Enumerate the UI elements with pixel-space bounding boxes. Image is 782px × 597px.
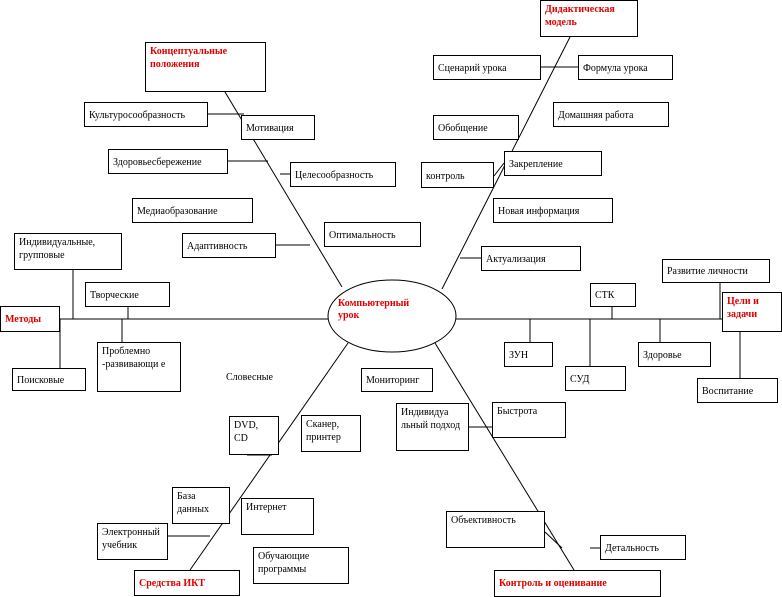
node-control: контроль xyxy=(421,162,494,188)
category-methods: Методы xyxy=(0,306,60,332)
node-scanner-printer: Сканер, принтер xyxy=(301,415,361,452)
node-internet: Интернет xyxy=(241,498,314,535)
node-actualization: Актуализация xyxy=(481,246,581,271)
node-new-info: Новая информация xyxy=(493,198,613,223)
node-creative: Творческие xyxy=(85,282,170,307)
node-media-education: Медиаобразование xyxy=(132,198,253,223)
ikt-axis xyxy=(189,342,349,571)
node-search: Поисковые xyxy=(12,368,86,391)
node-consolidation: Закрепление xyxy=(504,151,602,176)
node-stk: СТК xyxy=(590,283,636,307)
category-goals: Цели и задачи xyxy=(722,292,782,332)
node-objectivity: Объективность xyxy=(446,511,545,548)
node-database: База данных xyxy=(172,487,230,524)
node-homework: Домашняя работа xyxy=(553,102,669,127)
node-personal-development: Развитие личности xyxy=(662,259,770,283)
center-title: Компьютерный урок xyxy=(338,298,410,321)
category-conceptual: Концептуальные положения xyxy=(145,42,266,92)
node-motivation: Мотивация xyxy=(241,115,315,140)
node-speed: Быстрота xyxy=(492,402,566,438)
node-culture: Культуросообразность xyxy=(84,102,208,127)
node-monitoring: Мониторинг xyxy=(361,368,433,392)
node-individual-group: Индивидуальные, групповые xyxy=(14,233,122,270)
node-verbal: Словесные xyxy=(222,369,302,389)
node-upbringing: Воспитание xyxy=(697,378,778,403)
node-optimality: Оптимальность xyxy=(324,222,421,247)
control-axis xyxy=(434,342,575,571)
node-e-textbook: Электронный учебник xyxy=(97,523,168,560)
node-problem-developing: Проблемно -развивающи е xyxy=(97,342,181,392)
node-formula: Формула урока xyxy=(578,55,673,80)
node-dvd-cd: DVD, CD xyxy=(229,416,279,455)
category-ikt: Средства ИКТ xyxy=(134,570,240,596)
node-expediency: Целесообразность xyxy=(290,162,396,187)
center-ellipse xyxy=(327,279,457,353)
node-sud: СУД xyxy=(565,366,626,391)
node-health-saving: Здоровьесбережение xyxy=(108,149,228,174)
node-training-programs: Обучающие программы xyxy=(253,547,349,584)
node-zun: ЗУН xyxy=(504,342,553,367)
node-detail: Детальность xyxy=(600,535,686,560)
node-generalization: Обобщение xyxy=(433,115,519,140)
node-individual-approach: Индивидуа льный подход xyxy=(396,403,469,451)
category-didactic-model: Дидактическая модель xyxy=(540,0,638,37)
node-adaptivity: Адаптивность xyxy=(182,233,276,258)
node-health: Здоровье xyxy=(638,342,711,367)
category-control: Контроль и оценивание xyxy=(494,570,661,597)
node-scenario: Сценарий урока xyxy=(433,55,541,80)
